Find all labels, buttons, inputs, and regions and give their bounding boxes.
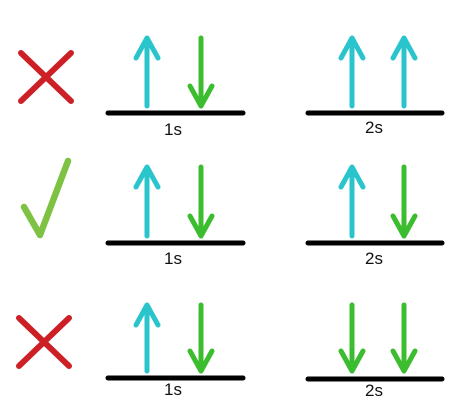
check-icon [20, 157, 72, 239]
orbital-label-row2-1s: 1s [164, 249, 182, 268]
spin-down-arrow-head [187, 213, 215, 239]
spin-up-arrow [133, 302, 161, 374]
spin-up-arrow [133, 164, 161, 239]
spin-down-arrow [390, 164, 418, 239]
spin-down-arrow [390, 302, 418, 374]
spin-up-arrow-head [133, 35, 161, 61]
spin-up-arrow [390, 35, 418, 109]
spin-down-arrow-head [187, 83, 215, 109]
spin-up-arrow [133, 35, 161, 109]
cross-stroke-b [16, 315, 72, 369]
orbital-label-row2-2s: 2s [365, 249, 383, 268]
spin-down-arrow [187, 302, 215, 374]
spin-up-arrow-head [338, 164, 366, 190]
spin-up-arrow-head [133, 164, 161, 190]
spin-up-arrow-head [338, 35, 366, 61]
spin-down-arrow-head [390, 213, 418, 239]
spin-up-arrow-head [133, 302, 161, 328]
spin-up-arrow-head [390, 35, 418, 61]
orbital-label-row1-1s: 1s [164, 120, 182, 139]
spin-down-arrow-head [390, 348, 418, 374]
orbital-label-row3-1s: 1s [164, 380, 182, 399]
spin-down-arrow-head [187, 348, 215, 374]
orbital-label-row1-2s: 2s [365, 118, 383, 137]
orbital-label-row3-2s: 2s [365, 381, 383, 400]
row-1 [18, 35, 445, 116]
cross-icon [18, 50, 74, 104]
spin-down-arrow [338, 302, 366, 374]
spin-down-arrow-head [338, 348, 366, 374]
spin-down-arrow [187, 164, 215, 239]
cross-icon [16, 315, 72, 369]
spin-up-arrow [338, 35, 366, 109]
spin-up-arrow [338, 164, 366, 239]
row-3 [16, 302, 445, 382]
cross-stroke-b [18, 50, 74, 104]
spin-down-arrow [187, 35, 215, 109]
row-2 [20, 157, 445, 246]
